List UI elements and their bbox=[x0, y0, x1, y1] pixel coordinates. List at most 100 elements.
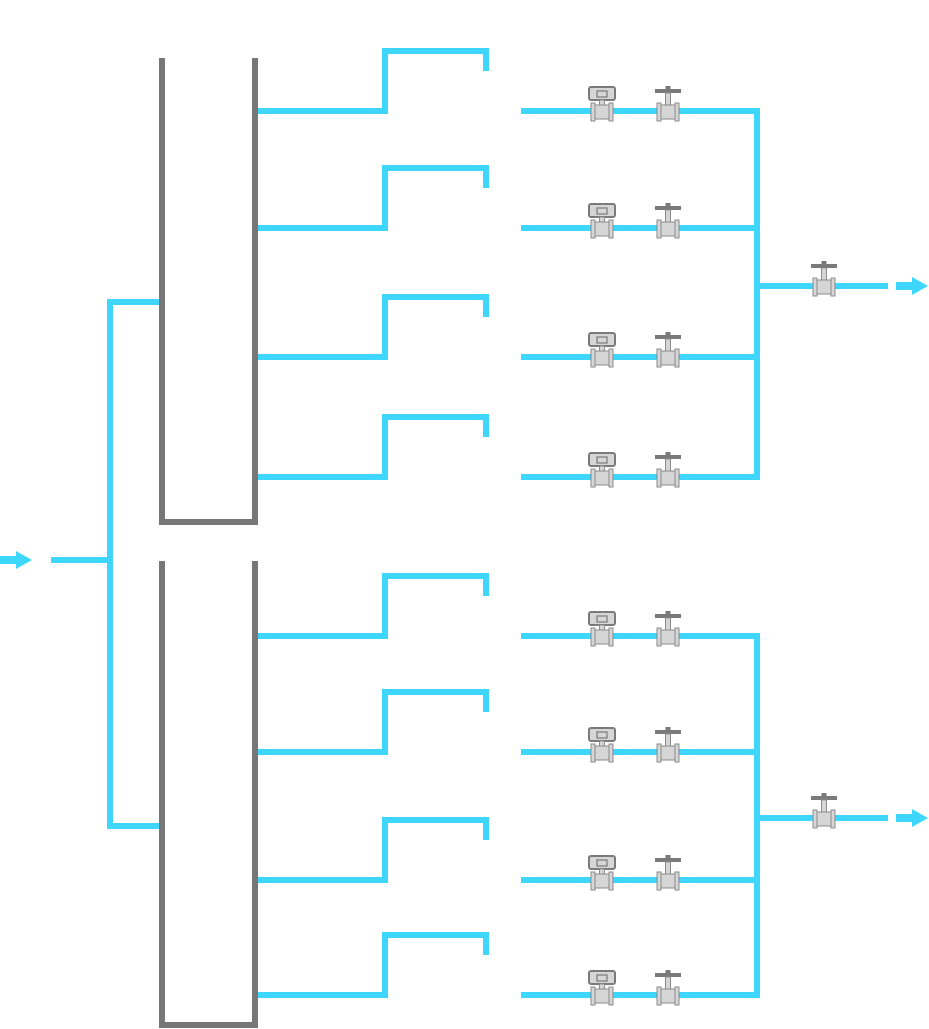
gate-valve-handwheel bbox=[655, 335, 681, 339]
riser-pipe bbox=[258, 573, 489, 639]
flow-meter-flange-right bbox=[608, 743, 614, 763]
flow-meter-flange-right bbox=[608, 219, 614, 239]
gate-valve-icon bbox=[655, 86, 681, 122]
gate-valve-flange-right bbox=[674, 627, 680, 647]
gate-valve-icon bbox=[655, 452, 681, 488]
manifold-layer bbox=[159, 58, 258, 1028]
flow-meter-icon bbox=[588, 452, 616, 488]
flow-meter-body bbox=[593, 470, 611, 486]
flow-meter-display bbox=[596, 615, 608, 623]
flow-meter-display bbox=[596, 859, 608, 867]
branch-1-instruments bbox=[588, 86, 681, 122]
gate-valve-flange-right bbox=[674, 102, 680, 122]
gate-valve-icon bbox=[655, 611, 681, 647]
gate-valve-body bbox=[659, 104, 677, 120]
gate-valve-flange-right bbox=[674, 871, 680, 891]
flow-meter-head bbox=[588, 203, 616, 218]
flow-meter-head bbox=[588, 452, 616, 467]
gate-valve-icon bbox=[655, 855, 681, 891]
flow-meter-head bbox=[588, 727, 616, 742]
gate-valve-flange-right bbox=[674, 468, 680, 488]
gate-valve-flange-left bbox=[656, 102, 662, 122]
flow-meter-display bbox=[596, 90, 608, 98]
gate-valve-icon bbox=[655, 332, 681, 368]
gate-valve-flange-right bbox=[830, 809, 836, 829]
gate-valve-stem bbox=[665, 976, 671, 990]
flow-meter-head bbox=[588, 332, 616, 347]
gate-valve-flange-right bbox=[674, 743, 680, 763]
branch-4-instruments bbox=[588, 452, 681, 488]
flow-meter-display bbox=[596, 731, 608, 739]
branch-4 bbox=[258, 414, 757, 480]
gate-valve-stem bbox=[665, 92, 671, 106]
pipe-layer bbox=[0, 48, 928, 998]
flow-meter-flange-right bbox=[608, 348, 614, 368]
branch-8-instruments bbox=[588, 970, 681, 1006]
flow-meter-flange-left bbox=[590, 468, 596, 488]
gate-valve-flange-left bbox=[656, 743, 662, 763]
flow-meter-body bbox=[593, 350, 611, 366]
flow-meter-display bbox=[596, 456, 608, 464]
gate-valve-body bbox=[659, 629, 677, 645]
flow-meter-head bbox=[588, 611, 616, 626]
manifold-upper bbox=[159, 58, 258, 525]
flow-meter-flange-left bbox=[590, 348, 596, 368]
branch-6 bbox=[258, 689, 757, 755]
branch-8 bbox=[258, 932, 757, 998]
flow-meter-flange-right bbox=[608, 986, 614, 1006]
flow-meter-flange-left bbox=[590, 219, 596, 239]
flow-meter-icon bbox=[588, 727, 616, 763]
branch-5-instruments bbox=[588, 611, 681, 647]
branch-7-instruments bbox=[588, 855, 681, 891]
flow-meter-icon bbox=[588, 970, 616, 1006]
branch-5 bbox=[258, 573, 757, 639]
gate-valve-stem bbox=[821, 267, 827, 281]
riser-pipe bbox=[258, 817, 489, 883]
flow-meter-head bbox=[588, 855, 616, 870]
gate-valve-cap bbox=[665, 855, 671, 859]
flow-meter-flange-right bbox=[608, 102, 614, 122]
gate-valve-body bbox=[815, 279, 833, 295]
gate-valve-flange-left bbox=[812, 809, 818, 829]
gate-valve-stem bbox=[665, 617, 671, 631]
gate-valve-handwheel bbox=[655, 614, 681, 618]
flow-meter-body bbox=[593, 104, 611, 120]
branch-1 bbox=[258, 48, 757, 114]
gate-valve-stem bbox=[665, 209, 671, 223]
flow-meter-icon bbox=[588, 332, 616, 368]
riser-pipe bbox=[258, 48, 489, 114]
gate-valve-flange-left bbox=[656, 986, 662, 1006]
flow-meter-body bbox=[593, 873, 611, 889]
branch-7 bbox=[258, 817, 757, 883]
gate-valve-body bbox=[659, 470, 677, 486]
instrument-layer bbox=[588, 86, 837, 1006]
flow-meter-flange-left bbox=[590, 627, 596, 647]
gate-valve-body bbox=[659, 745, 677, 761]
gate-valve-handwheel bbox=[655, 89, 681, 93]
gate-valve-body bbox=[815, 811, 833, 827]
gate-valve-cap bbox=[665, 332, 671, 336]
branch-6-instruments bbox=[588, 727, 681, 763]
gate-valve-stem bbox=[821, 799, 827, 813]
branch-3-instruments bbox=[588, 332, 681, 368]
flow-meter-icon bbox=[588, 86, 616, 122]
flow-meter-icon bbox=[588, 203, 616, 239]
flow-meter-flange-left bbox=[590, 743, 596, 763]
gate-valve-cap bbox=[665, 203, 671, 207]
gate-valve-handwheel bbox=[655, 206, 681, 210]
gate-valve-body bbox=[659, 350, 677, 366]
gate-valve-handwheel bbox=[811, 796, 837, 800]
flow-meter-body bbox=[593, 745, 611, 761]
gate-valve-handwheel bbox=[655, 455, 681, 459]
gate-valve-cap bbox=[665, 727, 671, 731]
gate-valve-flange-left bbox=[656, 219, 662, 239]
outlet-lower bbox=[757, 809, 928, 827]
gate-valve-flange-left bbox=[656, 348, 662, 368]
inlet-arrow-icon bbox=[0, 551, 32, 569]
riser-pipe bbox=[258, 414, 489, 480]
gate-valve-icon bbox=[655, 727, 681, 763]
gate-valve-cap bbox=[821, 261, 827, 265]
flow-meter-flange-left bbox=[590, 102, 596, 122]
flow-meter-flange-left bbox=[590, 986, 596, 1006]
gate-valve-stem bbox=[665, 861, 671, 875]
